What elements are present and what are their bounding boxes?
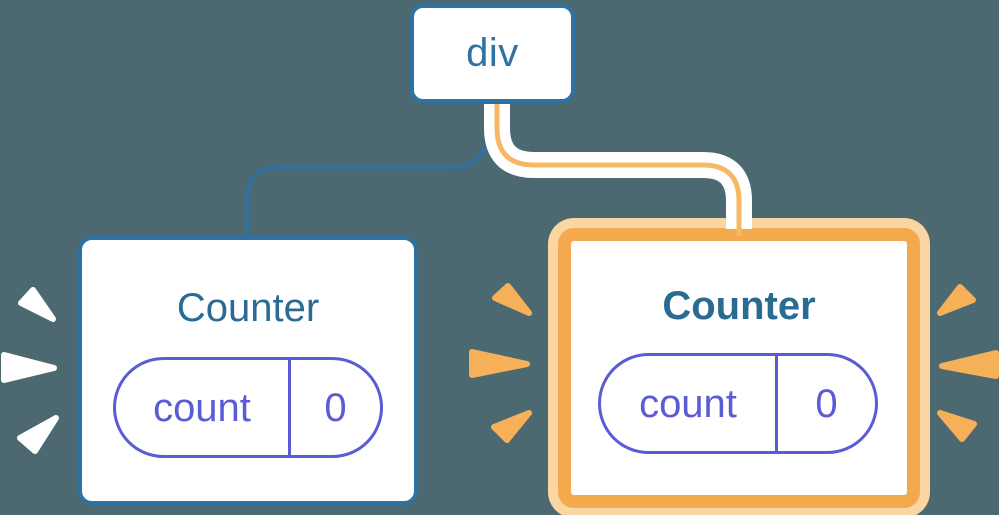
counter-card-left: Counter count 0 [78, 236, 418, 505]
counter-title-right: Counter [662, 284, 816, 328]
state-value-right: 0 [815, 381, 838, 426]
spark-burst-middle-icon [469, 283, 532, 443]
tree-edge-right-casing-icon [484, 104, 752, 229]
state-key-right: count [601, 356, 778, 451]
counter-card-right-highlighted: Counter count 0 [558, 228, 920, 508]
spark-burst-right-icon [937, 284, 999, 442]
state-pill-right: count 0 [598, 353, 878, 454]
root-node-label: div [466, 31, 519, 75]
state-key-left: count [116, 360, 291, 455]
state-pill-left: count 0 [113, 357, 383, 458]
tree-edge-left-icon [245, 104, 489, 240]
tree-edge-right-icon [494, 104, 742, 236]
root-node-div: div [410, 4, 575, 103]
state-value-left: 0 [324, 385, 347, 430]
spark-burst-left-icon [1, 287, 59, 454]
counter-title-left: Counter [176, 286, 320, 330]
